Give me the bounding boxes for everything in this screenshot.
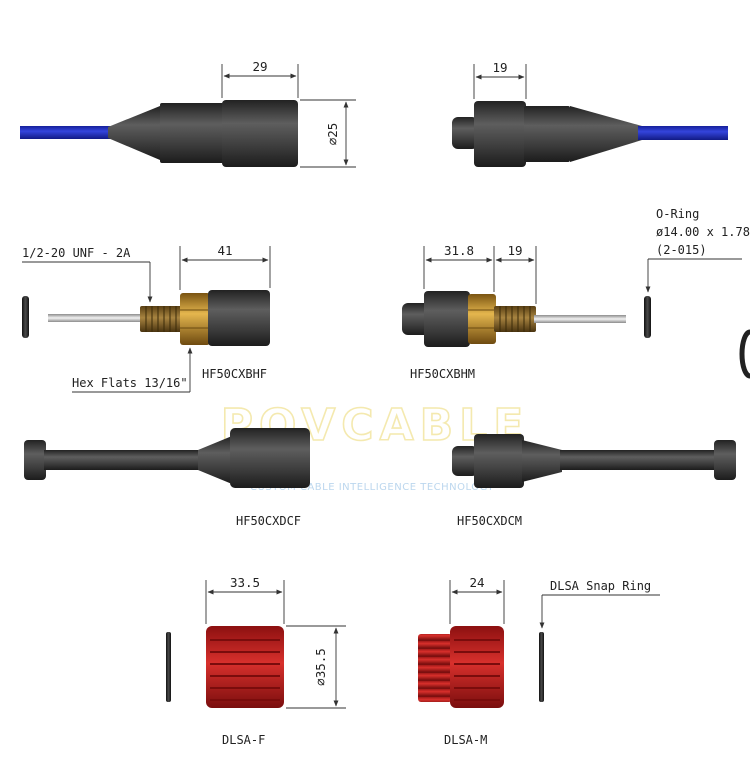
dlsa-m-nut [418, 626, 504, 708]
part-label-dcf: HF50CXDCF [236, 514, 301, 528]
cap-end [24, 440, 46, 480]
cap-body [230, 428, 310, 488]
connector-body-rear [524, 106, 570, 162]
oring-code-label: (2-015) [656, 243, 707, 257]
knurl-lines [454, 639, 500, 701]
partial-o-ring-edge [739, 329, 750, 379]
tether-shaft [44, 450, 200, 470]
hf50cxbhm-bulkhead-male [402, 291, 626, 347]
male-nose [452, 117, 478, 149]
thread-spec-label: 1/2-20 UNF - 2A [22, 246, 131, 260]
dimension-label: 41 [217, 243, 232, 258]
dimension-label: 19 [492, 60, 507, 75]
cap-nose [452, 446, 478, 476]
callout-oring: O-Ring ø14.00 x 1.78 (2-015) [645, 207, 750, 293]
callout-hex: Hex Flats 13/16" [72, 347, 193, 393]
oring-title-label: O-Ring [656, 207, 699, 221]
threaded-shaft [140, 306, 182, 332]
hex-nut [180, 293, 210, 345]
part-label-dlsa-f: DLSA-F [222, 733, 265, 747]
cable-strain-relief-cone [570, 106, 642, 162]
part-label-dcm: HF50CXDCM [457, 514, 522, 528]
watermark-tagline: CUSTOM CABLE INTELLIGENCE TECHNOLOGY [250, 482, 494, 493]
hf50cxdcm-dust-cap-male [452, 434, 736, 488]
cable-strain-relief-cone [108, 106, 160, 160]
threaded-collar [418, 634, 452, 702]
o-ring [22, 296, 29, 338]
hex-flats-label: Hex Flats 13/16" [72, 376, 188, 390]
callout-snap-ring: DLSA Snap Ring [539, 579, 660, 629]
callout-thread: 1/2-20 UNF - 2A [22, 246, 153, 303]
oring-left [22, 296, 29, 338]
hf50cxbhf-bulkhead-female [48, 290, 270, 346]
blue-cable [638, 126, 728, 140]
dimension-dlsa-m-length: 24 [449, 575, 505, 624]
cap-body [474, 434, 524, 488]
oring-right [644, 296, 651, 338]
dimension-bhm-length: 31.8 [423, 243, 495, 292]
connector-body [208, 290, 270, 346]
red-nut-body [450, 626, 504, 708]
dimension-hf50-diameter: ∅25 [300, 99, 356, 168]
dimension-label: 24 [469, 575, 484, 590]
red-nut-body [206, 626, 284, 708]
part-label-bhf: HF50CXBHF [202, 367, 267, 381]
threaded-shaft [494, 306, 536, 332]
tether-shaft [560, 450, 718, 470]
cap-taper [198, 436, 232, 484]
dimension-label: 31.8 [444, 243, 474, 258]
connector-body [222, 100, 298, 167]
cap-end [714, 440, 736, 480]
snap-ring [166, 632, 171, 702]
dimension-label: ∅25 [325, 123, 340, 146]
thread-lines [145, 306, 177, 332]
part-label-bhm: HF50CXBHM [410, 367, 475, 381]
cap-taper [522, 440, 562, 482]
hf50-male-cable-connector [452, 101, 728, 167]
dimension-dlsa-diameter: ∅35.5 [286, 625, 346, 709]
connector-body [474, 101, 526, 167]
connector-body [424, 291, 470, 347]
oring-size-label: ø14.00 x 1.78 [656, 225, 750, 239]
knurl-lines [210, 639, 280, 701]
dimension-bhm-thread-length: 19 [495, 243, 537, 304]
part-label-dlsa-m: DLSA-M [444, 733, 487, 747]
dimension-label: 33.5 [230, 575, 260, 590]
dimension-hf50-m-length: 19 [473, 60, 527, 99]
center-pin [48, 314, 142, 322]
dimension-label: 19 [507, 243, 522, 258]
dimension-bhf-length: 41 [179, 243, 271, 290]
dimension-label: 29 [252, 59, 267, 74]
dlsa-f-nut [206, 626, 284, 708]
thread-lines [499, 306, 531, 332]
snap-ring-left [166, 632, 171, 702]
dimension-hf50-f-length: 29 [221, 59, 299, 98]
blue-cable [20, 126, 112, 139]
snap-ring-right [539, 632, 544, 702]
dimension-label: ∅35.5 [313, 648, 328, 686]
hf50-female-cable-connector [20, 100, 298, 167]
snap-ring-label: DLSA Snap Ring [550, 579, 651, 593]
hex-nut [468, 294, 496, 344]
o-ring [644, 296, 651, 338]
connector-body-front [160, 103, 224, 163]
hf50cxdcf-dust-cap-female [24, 428, 310, 488]
male-nose [402, 303, 430, 335]
center-pin [534, 315, 626, 323]
dimension-dlsa-f-length: 33.5 [205, 575, 285, 624]
snap-ring [539, 632, 544, 702]
